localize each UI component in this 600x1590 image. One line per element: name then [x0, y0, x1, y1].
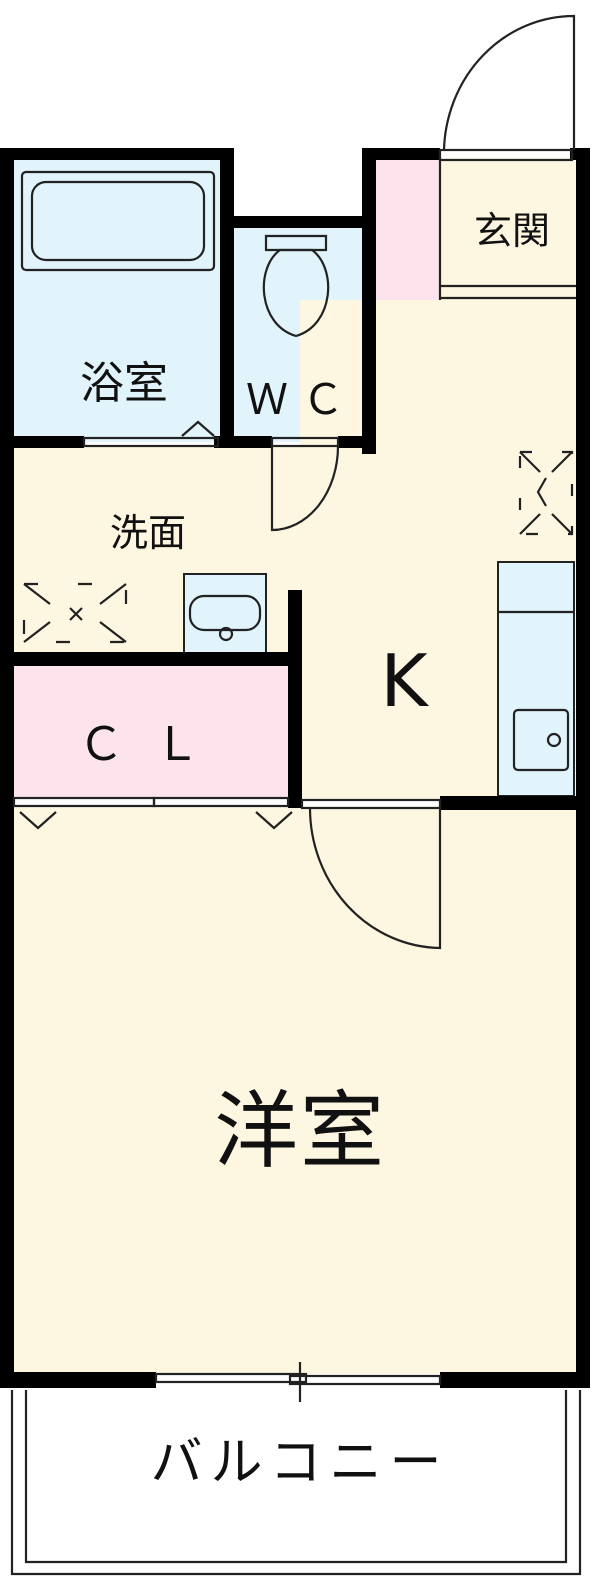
wall-bath-wc	[220, 148, 234, 446]
room-fills	[12, 158, 586, 1374]
label-bath: 浴室	[80, 358, 168, 409]
label-wc: ＷＣ	[246, 375, 358, 424]
toilet-tank	[264, 234, 328, 252]
kitchen-sink	[512, 708, 570, 772]
western-room-floor	[12, 806, 586, 1374]
closet-floor	[12, 662, 296, 798]
wall-wc-bottom-a	[214, 436, 272, 448]
label-closet: ＣＬ	[78, 717, 230, 771]
walls	[0, 148, 590, 1388]
shoebox-floor	[374, 158, 440, 300]
entrance-door-swing	[442, 14, 576, 151]
fixtures	[10, 14, 582, 1576]
bathtub-inner	[30, 180, 206, 262]
wall-bath-bottom	[0, 436, 84, 448]
balcony-outline-inner	[24, 1390, 568, 1564]
vanity-drain	[218, 626, 234, 642]
balcony-window-b	[288, 1374, 442, 1386]
kitchen-vent	[518, 450, 574, 536]
kitchen-vent-x	[519, 451, 573, 535]
room-labels: 浴室 ＷＣ 玄関 洗面 K ＣＬ 洋室 バルコニー	[78, 209, 550, 1493]
closet-door-mark-left	[19, 811, 57, 830]
wall-bottom-right	[440, 1372, 590, 1388]
wall-top-wc	[222, 216, 376, 228]
wall-top-entry	[362, 148, 440, 160]
label-western-room: 洋室	[214, 1082, 386, 1180]
western-door-swing	[308, 807, 442, 950]
bathtub-outer	[20, 170, 216, 272]
bath-floor	[12, 158, 224, 442]
closet-door-mark-right	[255, 811, 293, 830]
wall-left	[0, 148, 14, 1388]
kitchen-drain	[546, 732, 562, 748]
closet-door-sill-right	[152, 796, 290, 808]
toilet-bowl	[262, 248, 330, 338]
wc-door-swing	[270, 445, 340, 532]
washroom-vent-x	[23, 583, 127, 643]
wall-top-bath	[0, 148, 234, 160]
label-washroom: 洗面	[110, 511, 186, 555]
wall-wc-bottom-b	[338, 436, 376, 448]
wall-closet-top	[0, 652, 300, 666]
wc-door-sill	[270, 436, 340, 448]
wall-kitchen-bottom	[440, 796, 590, 810]
bath-door-sill	[82, 436, 220, 448]
closet-door-sill-left	[12, 796, 156, 808]
label-entrance: 玄関	[474, 209, 550, 253]
vanity-basin	[188, 594, 262, 632]
wall-partition	[288, 590, 302, 808]
bath-door-mark	[181, 420, 215, 437]
wall-bottom-left	[0, 1372, 156, 1388]
balcony-window-a	[154, 1372, 308, 1384]
label-kitchen: K	[380, 639, 429, 723]
wall-wc-right	[362, 148, 376, 454]
western-door-sill	[300, 798, 442, 810]
vanity-unit	[183, 573, 267, 655]
kitchen-counter	[497, 561, 575, 797]
entrance-floor	[440, 158, 586, 300]
wall-right	[576, 148, 590, 1388]
wall-top-entry-right	[570, 148, 590, 160]
entrance-door-frame	[438, 148, 574, 162]
label-balcony: バルコニー	[151, 1433, 450, 1493]
balcony-outline	[10, 1390, 582, 1576]
